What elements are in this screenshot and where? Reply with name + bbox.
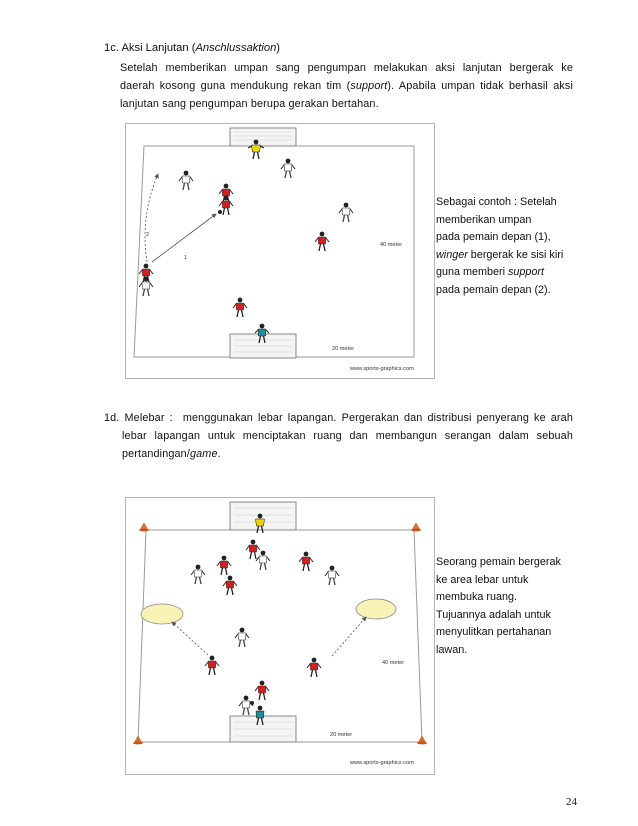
section-number: 1c. xyxy=(104,42,119,54)
section-title: Melebar : xyxy=(124,412,173,424)
cone-icon xyxy=(410,522,422,532)
paragraph-line: lebar lapangan untuk menciptakan ruang d… xyxy=(122,430,573,442)
caption-text: guna memberi xyxy=(436,266,509,279)
bottom-goal xyxy=(229,715,297,743)
text-run: pertandingan/ xyxy=(122,448,190,460)
wide-zone-right xyxy=(355,598,397,620)
caption-line: pada pemain depan (2). xyxy=(436,283,551,296)
figure-1c-caption: Sebagai contoh : Setelah memberikan umpa… xyxy=(436,194,572,300)
caption-line: menyulitkan pertahanan xyxy=(436,626,552,639)
section-1c-heading: 1c. Aksi Lanjutan (Anschlussaktion) xyxy=(104,42,280,54)
section-number: 1d. xyxy=(104,412,120,424)
paragraph-line: lanjutan sang pengumpan berupa gerakan b… xyxy=(120,98,379,110)
text-run: . xyxy=(217,448,221,460)
caption-line: ke area lebar untuk xyxy=(436,573,529,586)
pass-arrow-1 xyxy=(151,213,217,263)
section-title-close: ) xyxy=(276,42,281,54)
caption-line: winger bergerak ke sisi kiri xyxy=(436,247,572,265)
caption-line: memberikan umpan xyxy=(436,213,532,226)
run-arrow-2 xyxy=(144,173,159,263)
caption-text: bergerak ke sisi kiri xyxy=(467,248,564,261)
paragraph-line: daerah kosong guna mendukung rekan tim (… xyxy=(120,77,573,95)
caption-line: Seorang pemain bergerak xyxy=(436,556,561,568)
caption-line: Sebagai contoh : Setelah xyxy=(436,196,557,208)
caption-italic: support xyxy=(508,266,545,279)
caption-line: lawan. xyxy=(436,643,468,656)
text-run: ). Apabila umpan tidak berhasil aksi xyxy=(387,80,574,92)
figure-1c-pitch-diagram: 2 1 40 meter 20 meter www.sports-graphic… xyxy=(125,123,435,379)
cone-icon xyxy=(138,522,150,532)
wide-zone-left xyxy=(140,603,184,625)
text-run-italic: game xyxy=(190,448,218,460)
pitch-diagram-svg: 40 meter 20 meter www.sports-graphics.co… xyxy=(132,501,428,766)
text-run: daerah kosong guna mendukung rekan tim ( xyxy=(120,80,351,92)
watermark: www.sports-graphics.com xyxy=(349,366,414,372)
page-number: 24 xyxy=(566,796,577,808)
paragraph-line: pertandingan/game. xyxy=(104,445,573,463)
caption-line: membuka ruang. xyxy=(436,591,518,604)
watermark: www.sports-graphics.com xyxy=(349,760,414,766)
paragraph-line: 1d. Melebar : menggunakan lebar lapangan… xyxy=(104,409,573,427)
length-label: 40 meter xyxy=(382,660,404,666)
ball xyxy=(218,210,222,214)
run-arrow-left xyxy=(171,621,209,656)
figure-1d-caption: Seorang pemain bergerak ke area lebar un… xyxy=(436,554,572,660)
top-goal xyxy=(229,501,297,531)
section-1c-paragraph: Setelah memberikan umpan sang pengumpan … xyxy=(120,59,573,113)
figure-1d-pitch-diagram: 40 meter 20 meter www.sports-graphics.co… xyxy=(125,497,435,775)
caption-line: pada pemain depan (1), xyxy=(436,231,551,244)
width-label: 20 meter xyxy=(330,732,352,738)
pitch-diagram-svg: 2 1 40 meter 20 meter www.sports-graphic… xyxy=(133,127,415,372)
caption-line: guna memberi support xyxy=(436,264,572,282)
caption-line: Tujuannya adalah untuk xyxy=(436,608,551,621)
length-label: 40 meter xyxy=(380,242,402,248)
top-goal xyxy=(229,127,297,147)
pitch-outline xyxy=(137,529,423,743)
section-title-italic: Anschlussaktion xyxy=(195,42,277,54)
arrow-label-1: 1 xyxy=(184,255,187,261)
text-run-italic: support xyxy=(350,80,388,92)
bottom-goal xyxy=(229,333,297,359)
section-title: Aksi Lanjutan ( xyxy=(121,42,196,54)
section-1d-paragraph: 1d. Melebar : menggunakan lebar lapangan… xyxy=(104,409,573,463)
arrow-label-2: 2 xyxy=(146,232,149,238)
run-arrow-right xyxy=(331,616,367,657)
width-label: 20 meter xyxy=(332,346,354,352)
caption-italic: winger xyxy=(436,248,468,261)
pitch-outline xyxy=(133,145,415,358)
text-run: menggunakan lebar lapangan. Pergerakan d… xyxy=(182,412,573,424)
paragraph-line: Setelah memberikan umpan sang pengumpan … xyxy=(120,62,573,74)
